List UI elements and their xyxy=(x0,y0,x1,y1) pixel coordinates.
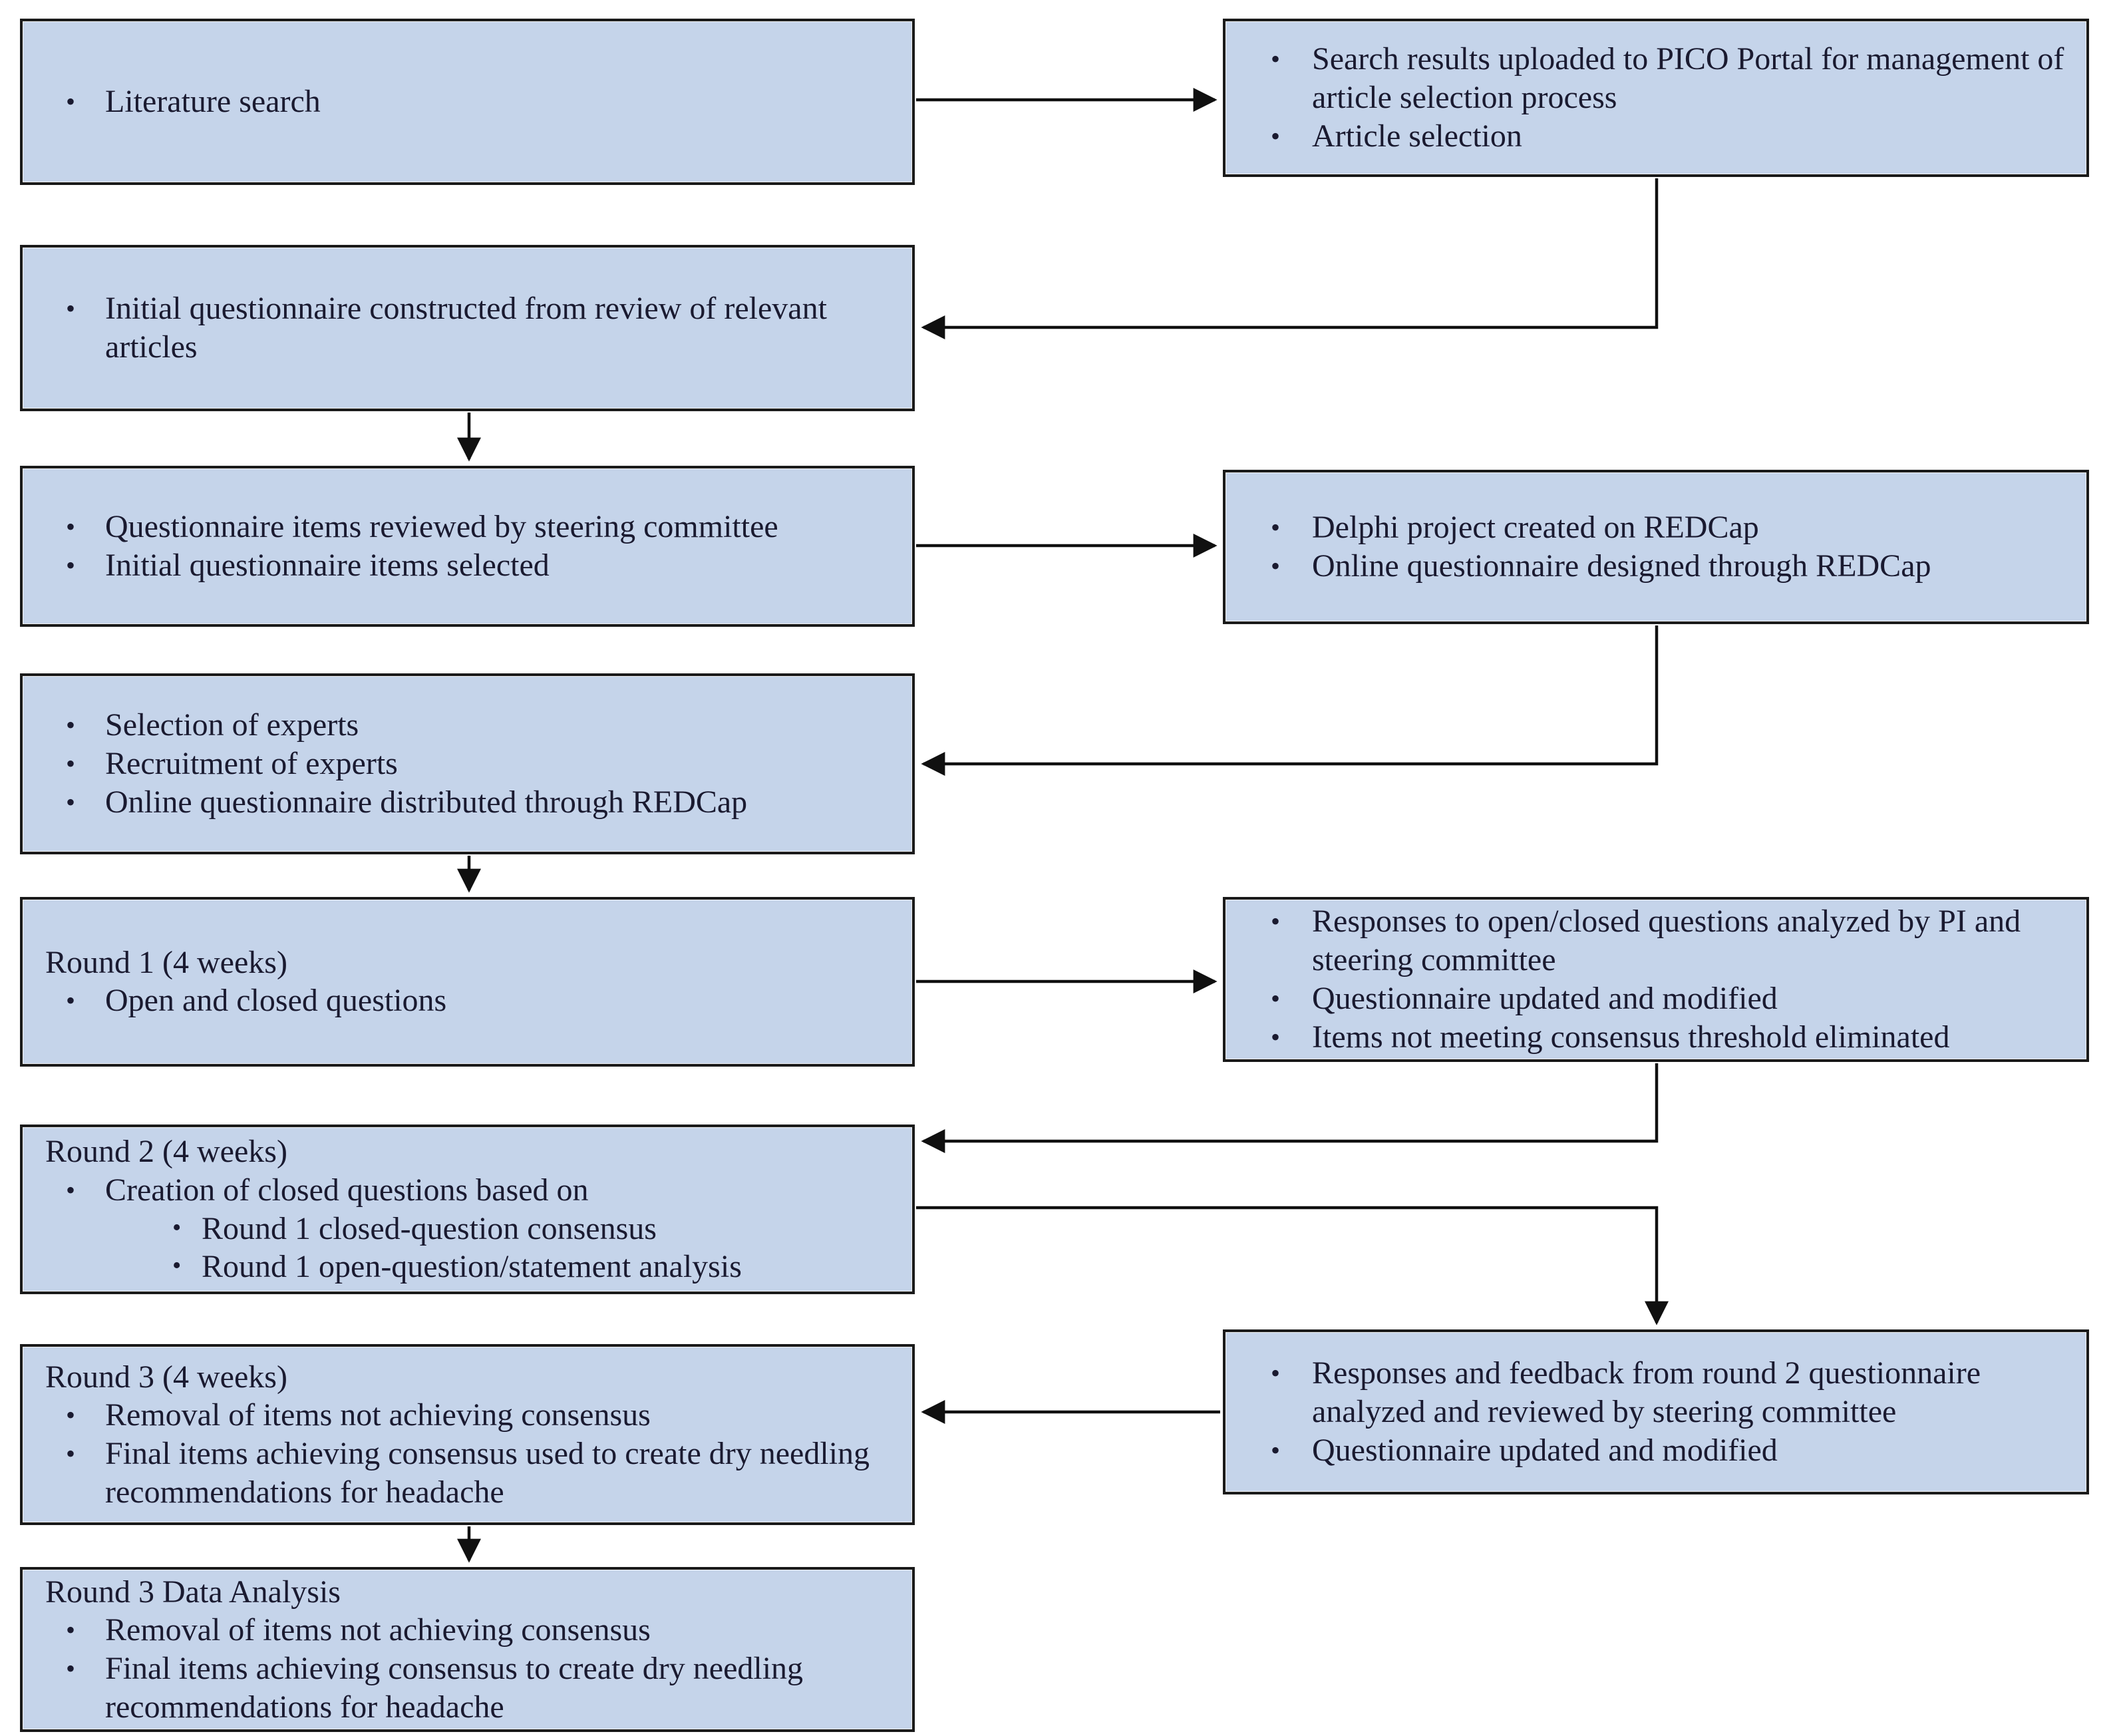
arrow-pico-to-initial-questionnaire xyxy=(921,178,1659,339)
bullet-icon: • xyxy=(1270,551,1280,581)
list-item: • Online questionnaire designed through … xyxy=(1239,547,2073,586)
box-title-text: Round 1 (4 weeks) xyxy=(45,944,287,980)
list-item: • Delphi project created on REDCap xyxy=(1239,508,2073,547)
bullet-icon: • xyxy=(65,1653,75,1684)
list-item: • Removal of items not achieving consens… xyxy=(36,1396,899,1435)
box-experts: • Selection of experts • Recruitment of … xyxy=(20,673,915,854)
bullet-icon: • xyxy=(65,293,75,324)
list-item-text: Delphi project created on REDCap xyxy=(1312,510,1759,545)
bullet-icon: • xyxy=(65,1400,75,1431)
list-item: • Final items achieving consensus used t… xyxy=(36,1435,899,1511)
box-questionnaire-review: • Questionnaire items reviewed by steeri… xyxy=(20,466,915,627)
sub-list-item: • Round 1 closed-question consensus xyxy=(36,1210,899,1248)
list-item: • Items not meeting consensus threshold … xyxy=(1239,1018,2073,1057)
list-item: • Recruitment of experts xyxy=(36,745,899,783)
bullet-icon: • xyxy=(65,1615,75,1646)
box-initial-questionnaire: • Initial questionnaire constructed from… xyxy=(20,245,915,411)
box-title: Round 2 (4 weeks) xyxy=(36,1132,899,1171)
list-item-text: Creation of closed questions based on xyxy=(105,1172,589,1208)
box-round1-analysis: • Responses to open/closed questions ana… xyxy=(1223,897,2089,1062)
list-item: • Responses to open/closed questions ana… xyxy=(1239,902,2073,979)
bullet-icon: • xyxy=(1270,1435,1280,1465)
bullet-icon: • xyxy=(65,749,75,779)
list-item-text: Recruitment of experts xyxy=(105,746,398,781)
list-item: • Creation of closed questions based on xyxy=(36,1171,899,1210)
box-title: Round 1 (4 weeks) xyxy=(36,944,899,982)
bullet-icon: • xyxy=(1270,120,1280,151)
sub-list-item-text: Round 1 open-question/statement analysis xyxy=(202,1249,742,1285)
bullet-icon: • xyxy=(65,1439,75,1469)
list-item: • Selection of experts xyxy=(36,706,899,745)
list-item-text: Questionnaire updated and modified xyxy=(1312,980,1778,1016)
list-item: • Open and closed questions xyxy=(36,981,899,1020)
box-title: Round 3 (4 weeks) xyxy=(36,1358,899,1397)
bullet-icon: • xyxy=(1270,1021,1280,1052)
list-item-text: Initial questionnaire items selected xyxy=(105,548,550,583)
arrow-round2-to-round2-analysis xyxy=(916,1206,1669,1325)
bullet-icon: • xyxy=(65,985,75,1016)
list-item: • Responses and feedback from round 2 qu… xyxy=(1239,1354,2073,1431)
list-item-text: Selection of experts xyxy=(105,707,359,743)
list-item-text: Items not meeting consensus threshold el… xyxy=(1312,1019,1950,1055)
bullet-icon: • xyxy=(1270,512,1280,542)
list-item: • Questionnaire updated and modified xyxy=(1239,979,2073,1018)
list-item-text: Initial questionnaire constructed from r… xyxy=(105,291,827,365)
list-item: • Article selection xyxy=(1239,117,2073,156)
bullet-icon: • xyxy=(65,1174,75,1205)
box-title-text: Round 3 Data Analysis xyxy=(45,1574,341,1610)
box-round3: Round 3 (4 weeks) • Removal of items not… xyxy=(20,1344,915,1525)
box-round2: Round 2 (4 weeks) • Creation of closed q… xyxy=(20,1125,915,1294)
bullet-icon: • xyxy=(1270,906,1280,937)
bullet-icon: • xyxy=(65,787,75,817)
bullet-icon: • xyxy=(1270,1358,1280,1389)
list-item-text: Search results uploaded to PICO Portal f… xyxy=(1312,41,2064,115)
bullet-icon: • xyxy=(65,87,75,116)
list-item: • Literature search xyxy=(36,83,899,121)
list-item-text: Open and closed questions xyxy=(105,983,447,1019)
list-item: • Final items achieving consensus to cre… xyxy=(36,1649,899,1726)
box-literature-search: • Literature search xyxy=(20,19,915,185)
list-item: • Removal of items not achieving consens… xyxy=(36,1611,899,1649)
bullet-icon: • xyxy=(172,1252,182,1280)
bullet-icon: • xyxy=(65,512,75,542)
list-item: • Search results uploaded to PICO Portal… xyxy=(1239,40,2073,116)
bullet-icon: • xyxy=(172,1213,182,1242)
list-item-text: Online questionnaire designed through RE… xyxy=(1312,548,1931,584)
box-round2-analysis: • Responses and feedback from round 2 qu… xyxy=(1223,1329,2089,1494)
box-title-text: Round 3 (4 weeks) xyxy=(45,1359,287,1395)
arrow-round1-analysis-to-round2 xyxy=(921,1063,1659,1153)
list-item-text: Responses to open/closed questions analy… xyxy=(1312,904,2021,977)
box-round3-data-analysis: Round 3 Data Analysis • Removal of items… xyxy=(20,1567,915,1732)
bullet-icon: • xyxy=(65,550,75,580)
box-title: Round 3 Data Analysis xyxy=(36,1573,899,1612)
list-item-text: Questionnaire items reviewed by steering… xyxy=(105,509,778,544)
list-item-text: Responses and feedback from round 2 ques… xyxy=(1312,1355,1981,1429)
list-item: • Questionnaire updated and modified xyxy=(1239,1431,2073,1470)
box-title-text: Round 2 (4 weeks) xyxy=(45,1134,287,1170)
bullet-icon: • xyxy=(1270,983,1280,1013)
list-item: • Initial questionnaire items selected xyxy=(36,546,899,585)
list-item-text: Questionnaire updated and modified xyxy=(1312,1432,1778,1468)
box-round1: Round 1 (4 weeks) • Open and closed ques… xyxy=(20,897,915,1067)
list-item-text: Literature search xyxy=(105,84,321,119)
sub-list-item-text: Round 1 closed-question consensus xyxy=(202,1210,657,1246)
list-item-text: Final items achieving consensus to creat… xyxy=(105,1651,804,1725)
list-item-text: Online questionnaire distributed through… xyxy=(105,784,748,820)
bullet-icon: • xyxy=(1270,44,1280,75)
arrow-redcap-setup-to-experts xyxy=(921,625,1659,776)
list-item: • Questionnaire items reviewed by steeri… xyxy=(36,508,899,546)
box-pico-portal: • Search results uploaded to PICO Portal… xyxy=(1223,19,2089,177)
list-item-text: Removal of items not achieving consensus xyxy=(105,1612,651,1648)
sub-list-item: • Round 1 open-question/statement analys… xyxy=(36,1248,899,1286)
list-item: • Initial questionnaire constructed from… xyxy=(36,289,899,366)
bullet-icon: • xyxy=(65,710,75,740)
list-item-text: Final items achieving consensus used to … xyxy=(105,1436,870,1510)
list-item-text: Article selection xyxy=(1312,118,1522,154)
list-item: • Online questionnaire distributed throu… xyxy=(36,783,899,822)
list-item-text: Removal of items not achieving consensus xyxy=(105,1397,651,1433)
box-redcap-setup: • Delphi project created on REDCap • Onl… xyxy=(1223,470,2089,624)
